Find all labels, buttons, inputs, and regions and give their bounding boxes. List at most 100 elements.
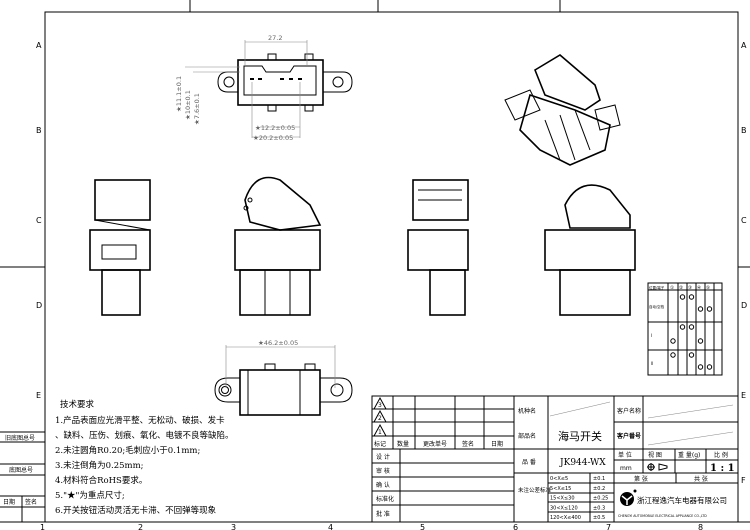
rev-header: 标记	[374, 440, 386, 448]
side-view-4	[544, 184, 636, 316]
row-label: A	[36, 41, 42, 50]
row-label: D	[36, 301, 42, 310]
role-label: 确 认	[376, 481, 390, 489]
table-row-label: Ⅰ	[651, 333, 652, 338]
tolerance-range: 15<X≤30	[550, 496, 575, 502]
top-view: 27.2 ★12.2±0.05 ★20.2±0.05 ★11.1±0.1 ★10…	[175, 34, 353, 142]
rev-header: 数量	[397, 440, 409, 448]
side-view-2	[234, 176, 322, 316]
rev-header: 签名	[462, 440, 474, 448]
contact-mark	[679, 294, 686, 300]
isometric-view	[504, 54, 621, 166]
row-label: F	[741, 476, 746, 485]
row-label: D	[741, 301, 747, 310]
tolerance-tol: ±0.5	[593, 515, 605, 521]
col-label: 4	[328, 523, 333, 530]
contact-mark	[670, 352, 676, 358]
machine-label: 机种名	[518, 407, 536, 415]
tolerance-range: 5<X≤15	[550, 486, 571, 492]
total-sheets-label: 共 张	[694, 475, 708, 483]
tolerance-tol: ±0.3	[593, 505, 605, 511]
contact-mark	[670, 338, 676, 344]
contact-mark	[688, 324, 695, 330]
company-name: 浙江程逸汽车电器有限公司	[637, 495, 727, 505]
projection-symbol-icon	[647, 463, 668, 471]
old-drawing-no-label: 旧底图总号	[5, 434, 35, 442]
company-name-en: CHENGYI AUTOMOBILE ELECTRICAL APPLIANCE …	[618, 514, 707, 518]
tech-line: 、缺料、压伤、划痕、氧化、电镀不良等缺陷。	[55, 430, 234, 441]
tolerance-range: 0<X≤5	[550, 476, 568, 482]
rev-header: 更改单号	[423, 440, 447, 448]
scale-label: 比 例	[714, 451, 728, 459]
scale-value: 1 : 1	[710, 463, 735, 474]
rev-header: 日期	[491, 440, 503, 448]
contact-marks	[670, 294, 713, 370]
role-label: 设 计	[376, 453, 390, 461]
side-view-3	[407, 179, 469, 316]
table-header: ①	[670, 285, 674, 291]
customer-name-label: 客户名称	[617, 407, 641, 415]
revision-mark: 1	[378, 429, 382, 436]
role-label: 批 准	[376, 510, 390, 518]
col-label: 1	[40, 523, 45, 530]
revision-mark: 3	[378, 402, 382, 409]
tech-line: 1.产品表面应光滑平整、无松动、破损、发卡	[55, 415, 225, 426]
tolerance-table: 0<X≤5 ±0.1 5<X≤15 ±0.2 15<X≤30 ±0.25 30<X≤120 ±…	[550, 476, 608, 521]
row-label: E	[36, 391, 41, 400]
view-label: 视 图	[648, 451, 662, 459]
tech-line: 6.开关按钮活动灵活无卡滞、不回弹等现象	[55, 505, 217, 516]
part-name: 海马开关	[558, 429, 602, 443]
tolerance-tol: ±0.1	[593, 476, 605, 482]
drawing-no-label: 底图总号	[9, 466, 33, 474]
tech-line: 3.未注倒角为0.25mm;	[55, 460, 144, 471]
tech-title: 技术要求	[60, 399, 95, 410]
contact-mark	[697, 306, 704, 312]
dim-pin-2: ★20.2±0.05	[253, 134, 293, 142]
col-label: 6	[513, 523, 518, 530]
bottom-view: ★46.2±0.05	[214, 339, 353, 416]
tech-line: 4.材料符合RoHS要求。	[55, 475, 147, 486]
column-markers: 1 2 3 4 5 6 7 8	[40, 523, 703, 530]
role-label: 标准化	[376, 495, 394, 503]
dim-width: 27.2	[268, 34, 282, 42]
signature-label: 签名	[25, 498, 37, 506]
contact-mark	[688, 294, 695, 300]
tolerance-range: 30<X≤120	[550, 505, 578, 511]
unit-value: mm	[620, 465, 632, 472]
tech-line: 2.未注圆角R0.20;毛刺应小于0.1mm;	[55, 445, 200, 456]
unit-label: 单 位	[618, 451, 632, 459]
contact-mark	[697, 338, 704, 344]
contact-mark	[697, 364, 704, 370]
switch-position-table: 位置/端子 ① ② ③ ④ ⑤ 自动/空档 Ⅰ Ⅱ	[647, 282, 723, 376]
side-view-1	[89, 179, 151, 316]
weight-label: 重 量(g)	[678, 451, 700, 459]
table-header: ④	[697, 285, 701, 291]
tolerance-tol: ±0.25	[593, 496, 608, 502]
table-header: ③	[688, 285, 692, 291]
customer-no-label: 客户番号	[616, 432, 641, 440]
row-label: B	[36, 126, 42, 135]
row-label: E	[741, 391, 746, 400]
table-row-label: 自动/空档	[649, 304, 665, 309]
side-labels: 旧底图总号 底图总号 日期 签名	[3, 434, 37, 506]
tolerance-label: 未注公差标准	[518, 486, 552, 494]
table-header: ⑤	[706, 285, 710, 291]
contact-mark	[679, 324, 686, 330]
tolerance-tol: ±0.2	[593, 486, 605, 492]
dim-mount-spacing: ★46.2±0.05	[258, 339, 298, 347]
sheet-label: 第 张	[634, 475, 648, 483]
col-label: 7	[606, 523, 611, 530]
row-label: C	[36, 216, 42, 225]
table-row-label: Ⅱ	[651, 361, 653, 366]
tech-requirements: 技术要求 1.产品表面应光滑平整、无松动、破损、发卡 、缺料、压伤、划痕、氧化、…	[55, 399, 234, 516]
part-no: JK944-WX	[559, 458, 606, 468]
part-label: 部品名	[518, 432, 536, 440]
title-block: 3 2 1 标记 数量 更改单号 签名 日期 设 计 审 核 确 认 标准化 批…	[371, 395, 739, 523]
contact-mark	[688, 352, 695, 358]
date-label: 日期	[3, 498, 15, 506]
table-header: ②	[679, 285, 683, 291]
role-label: 审 核	[376, 467, 390, 475]
row-label: B	[741, 126, 747, 135]
col-label: 5	[420, 523, 425, 530]
